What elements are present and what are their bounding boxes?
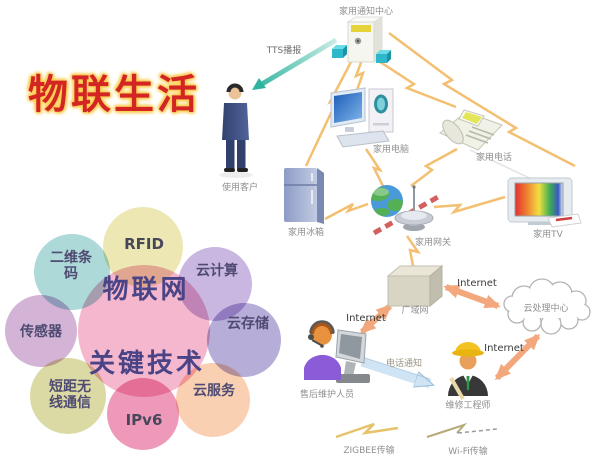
support-staff-icon [300, 318, 372, 392]
petal-label-cloud-computing: 云计算 [196, 263, 238, 279]
home-tv-icon [506, 174, 584, 232]
telephone-label: 家用电话 [475, 153, 513, 163]
phone-notice-arrow [360, 357, 430, 389]
home-telephone-icon [436, 100, 506, 152]
wan-label: 广域网 [401, 306, 429, 316]
fridge-label: 家用冰箱 [287, 228, 325, 238]
tts-label: TTS播报 [266, 46, 302, 56]
support-staff-label: 售后维护人员 [299, 390, 355, 400]
wan-box-icon [386, 262, 444, 310]
petal-label-cloud-storage: 云存储 [227, 316, 269, 332]
internet-arrow-engineer-cloud [494, 333, 541, 381]
cloud-icon [503, 278, 591, 335]
notification-center-icon [330, 12, 394, 68]
internet-label-2: Internet [346, 313, 386, 324]
page-title: 物联生活 [28, 72, 200, 118]
lightning-speaker-phone [373, 56, 457, 109]
internet-arrows [359, 284, 541, 381]
cluster-center-line1: 物联网 [102, 275, 190, 305]
home-fridge-icon [281, 164, 327, 228]
internet-label-1: Internet [457, 278, 497, 289]
internet-arrow-support-wan [359, 303, 393, 335]
phone-notice-arrow-edge [361, 356, 431, 380]
legend-wifi-line [426, 422, 498, 438]
petal-label-cloud-service: 云服务 [193, 383, 235, 399]
computer-label: 家用电脑 [372, 145, 410, 155]
lightning-gateway-tv [433, 195, 506, 215]
phone-notice-label: 电话通知 [385, 359, 423, 369]
lightning-links [304, 31, 576, 267]
legend-wifi-label: Wi-Fi传输 [448, 447, 488, 455]
lightning-gateway-wan [405, 235, 421, 267]
lightning-gateway-phone [410, 147, 458, 187]
petal-label-barcode: 二维条码 [50, 250, 92, 283]
petal-label-sensor: 传感器 [20, 324, 62, 340]
lightning-speaker-computer [353, 59, 366, 91]
user-label: 使用客户 [221, 183, 259, 193]
petal-label-ipv6: IPv6 [125, 411, 163, 429]
tv-label: 家用TV [533, 230, 563, 240]
gateway-label: 家用网关 [414, 238, 452, 248]
home-gateway-icon [365, 182, 437, 240]
cloud-label: 云处理中心 [523, 304, 569, 314]
engineer-icon [440, 332, 496, 402]
petal-label-rfid: RFID [124, 235, 164, 253]
petal-sensor [5, 295, 77, 367]
legend-zigbee-label: ZIGBEE传输 [343, 446, 395, 455]
notification-center-label: 家用通知中心 [338, 7, 394, 17]
internet-arrow-wan-cloud [443, 284, 501, 309]
legend-zigbee-line [335, 422, 399, 439]
user-person-icon [214, 82, 260, 182]
cluster-center-line2: 关键技术 [88, 349, 206, 379]
internet-label-3: Internet [484, 343, 524, 354]
lightning-gateway-fridge [324, 202, 369, 221]
home-computer-icon [325, 85, 409, 151]
tts-arrow [252, 37, 338, 90]
lightning-gateway-computer [364, 148, 385, 187]
lightning-speaker-tv [388, 31, 576, 168]
petal-label-short-range: 短距无线通信 [49, 379, 91, 412]
petal-center [78, 265, 210, 397]
engineer-label: 维修工程师 [445, 401, 491, 411]
